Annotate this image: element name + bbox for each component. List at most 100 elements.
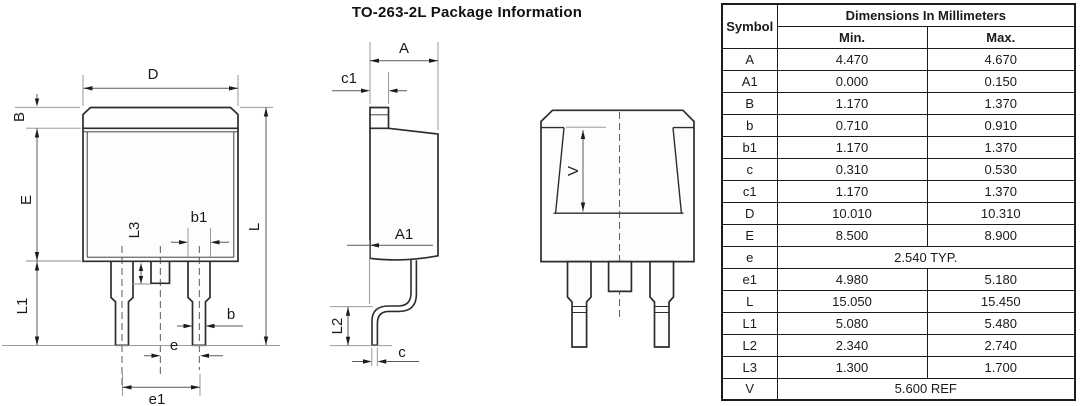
min-cell: 2.340 (776, 333, 928, 357)
max-cell: 15.450 (926, 289, 1076, 313)
side-lead (371, 259, 418, 346)
symbol-cell: L2 (721, 333, 778, 357)
min-cell: 8.500 (776, 223, 928, 247)
max-cell: 1.370 (926, 179, 1076, 203)
dim-label-l3: L3 (126, 222, 143, 239)
symbol-cell: B (721, 91, 778, 115)
min-cell: 0.310 (776, 157, 928, 181)
max-cell: 0.150 (926, 69, 1076, 93)
max-header: Max. (926, 25, 1076, 49)
page-title: TO-263-2L Package Information (351, 4, 583, 21)
dim-label-a: A (399, 40, 409, 57)
min-cell: 1.170 (776, 91, 928, 115)
dim-label-a1: A1 (395, 226, 413, 243)
symbol-cell: b1 (721, 135, 778, 159)
symbol-cell: L (721, 289, 778, 313)
back-lead-left (566, 260, 592, 348)
dim-label-b-cap: B (11, 112, 28, 122)
symbol-cell: A (721, 47, 778, 71)
dim-label-e1: e1 (149, 391, 166, 406)
max-cell: 2.740 (926, 333, 1076, 357)
max-cell: 10.310 (926, 201, 1076, 225)
side-body (369, 127, 439, 261)
symbol-cell: L1 (721, 311, 778, 335)
dim-label-l: L (246, 223, 263, 231)
min-cell: 15.050 (776, 289, 928, 313)
min-cell: 4.470 (776, 47, 928, 71)
max-cell: 5.480 (926, 311, 1076, 335)
dim-label-e: e (170, 337, 178, 354)
dim-label-b1: b1 (191, 209, 208, 226)
min-cell: 4.980 (776, 267, 928, 291)
dim-label-e-cap: E (18, 195, 35, 205)
symbol-cell: e (721, 245, 778, 269)
min-cell: 0.710 (776, 113, 928, 137)
back-view: V (540, 109, 695, 348)
dim-label-c1: c1 (341, 70, 357, 87)
dim-label-l1: L1 (14, 298, 31, 315)
front-view: D B E L1 L b1 L3 b (2, 66, 280, 406)
symbol-cell: c1 (721, 179, 778, 203)
symbol-cell: e1 (721, 267, 778, 291)
back-lead-right (649, 260, 675, 348)
span-cell: 2.540 TYP. (776, 245, 1076, 269)
dimensions-table: Symbol Dimensions In Millimeters Min. Ma… (721, 3, 1076, 401)
symbol-cell: b (721, 113, 778, 137)
symbol-cell: V (721, 377, 778, 401)
max-cell: 1.370 (926, 91, 1076, 115)
max-cell: 5.180 (926, 267, 1076, 291)
symbol-cell: c (721, 157, 778, 181)
max-cell: 1.370 (926, 135, 1076, 159)
max-cell: 0.910 (926, 113, 1076, 137)
dim-label-d: D (148, 66, 159, 83)
min-cell: 1.170 (776, 179, 928, 203)
min-cell: 5.080 (776, 311, 928, 335)
dim-label-l2: L2 (329, 318, 346, 335)
dimensions-group-header: Dimensions In Millimeters (776, 3, 1076, 27)
front-body (82, 127, 239, 263)
max-cell: 1.700 (926, 355, 1076, 379)
back-cavity (541, 126, 694, 214)
back-middle-stub (607, 260, 633, 293)
front-centerlines (121, 246, 200, 388)
min-cell: 1.300 (776, 355, 928, 379)
side-view: A c1 A1 L2 c (329, 40, 439, 366)
table-header-row: Symbol Dimensions In Millimeters (721, 3, 1076, 49)
dim-label-b: b (227, 306, 235, 323)
min-cell: 0.000 (776, 69, 928, 93)
symbol-cell: L3 (721, 355, 778, 379)
front-tab (82, 106, 239, 130)
max-cell: 0.530 (926, 157, 1076, 181)
min-header: Min. (776, 25, 928, 49)
symbol-cell: D (721, 201, 778, 225)
package-drawings: D B E L1 L b1 L3 b (2, 40, 695, 406)
span-cell: 5.600 REF (776, 377, 1076, 401)
symbol-cell: A1 (721, 69, 778, 93)
min-cell: 1.170 (776, 135, 928, 159)
min-cell: 10.010 (776, 201, 928, 225)
symbol-cell: E (721, 223, 778, 247)
side-tab (369, 106, 390, 130)
max-cell: 8.900 (926, 223, 1076, 247)
dim-label-v: V (565, 166, 582, 176)
max-cell: 4.670 (926, 47, 1076, 71)
dim-label-c: c (398, 344, 406, 361)
back-body (540, 109, 695, 263)
table-subheader-row: Min. Max. (722, 25, 1076, 49)
